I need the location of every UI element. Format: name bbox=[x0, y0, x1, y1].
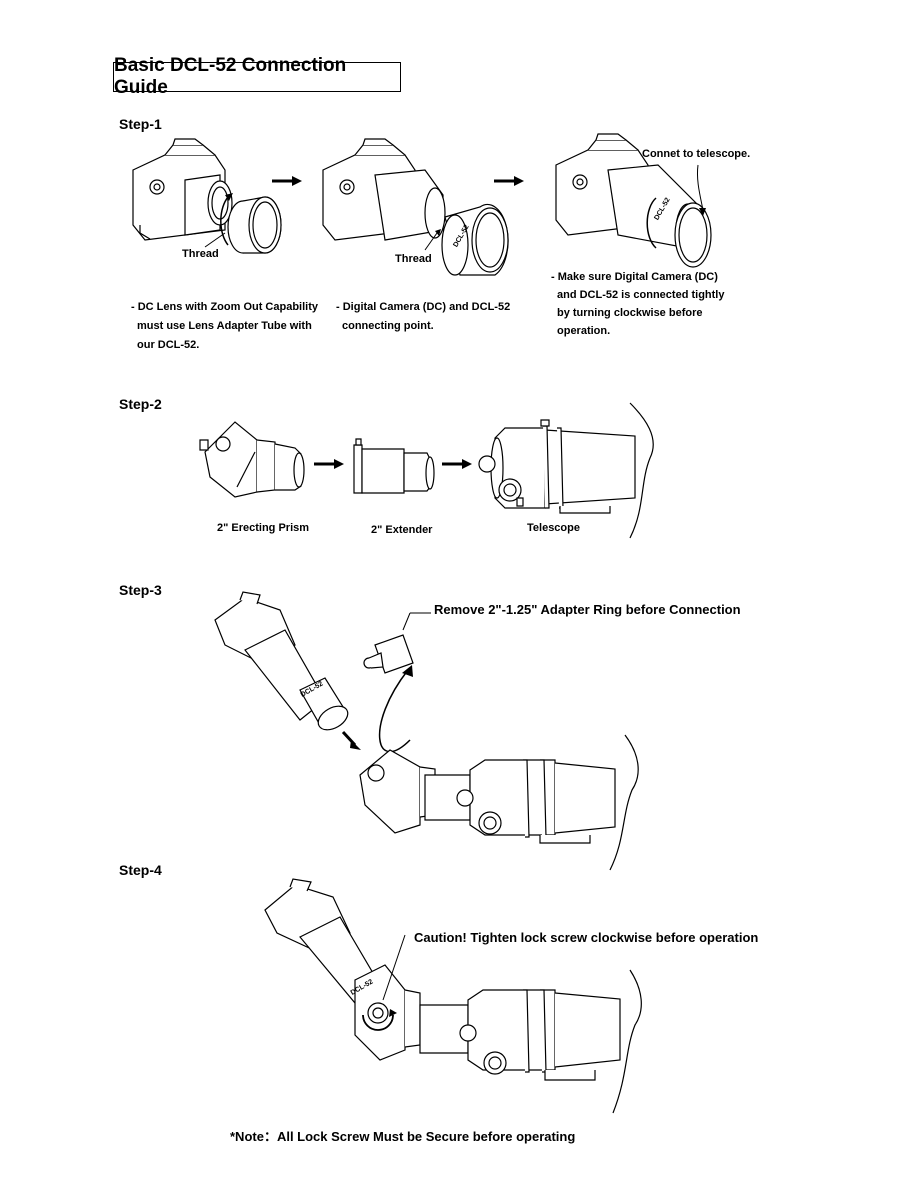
step3-camera-dcl-illustration: DCL-52 bbox=[205, 590, 361, 750]
step4-heading: Step-4 bbox=[119, 862, 162, 878]
footer-note: *Note：All Lock Screw Must be Secure befo… bbox=[230, 1129, 576, 1144]
step1-camera-illustration bbox=[125, 135, 295, 260]
extender-illustration bbox=[352, 437, 437, 497]
prism-label: 2" Erecting Prism bbox=[217, 522, 310, 534]
arrow-right-icon bbox=[272, 176, 302, 186]
step1-heading: Step-1 bbox=[119, 116, 162, 132]
arrow-right-icon bbox=[494, 176, 524, 186]
step1-note-3: - Make sure Digital Camera (DC) and DCL-… bbox=[551, 271, 725, 337]
telescope-label: Telescope bbox=[527, 522, 580, 534]
step2-heading: Step-2 bbox=[119, 396, 162, 412]
step3-callout: Remove 2"-1.25" Adapter Ring before Conn… bbox=[434, 602, 741, 617]
step1-note-2: - Digital Camera (DC) and DCL-52 connect… bbox=[336, 301, 511, 332]
telescope-illustration bbox=[475, 398, 665, 543]
arrow-right-icon bbox=[314, 459, 344, 469]
step3-telescope-illustration bbox=[350, 665, 650, 875]
step1-camera-dcl-illustration: DCL-52 bbox=[315, 135, 515, 285]
step1-note-1: - DC Lens with Zoom Out Capability must … bbox=[131, 301, 318, 351]
adapter-ring-illustration bbox=[355, 605, 435, 675]
step4-callout: Caution! Tighten lock screw clockwise be… bbox=[414, 930, 759, 945]
step3-heading: Step-3 bbox=[119, 582, 162, 598]
extender-label: 2" Extender bbox=[371, 524, 433, 536]
arrow-right-icon bbox=[442, 459, 472, 469]
page-title: Basic DCL-52 Connection Guide bbox=[113, 55, 401, 98]
step4-assembled-illustration: DCL-52 bbox=[255, 875, 645, 1120]
connect-label: Connet to telescope. bbox=[642, 148, 751, 160]
step1-camera-assembled-illustration: DCL-52 bbox=[548, 130, 728, 270]
thread-label-1: Thread bbox=[182, 248, 219, 260]
thread-label-2: Thread bbox=[395, 253, 432, 265]
erecting-prism-illustration bbox=[195, 412, 310, 502]
